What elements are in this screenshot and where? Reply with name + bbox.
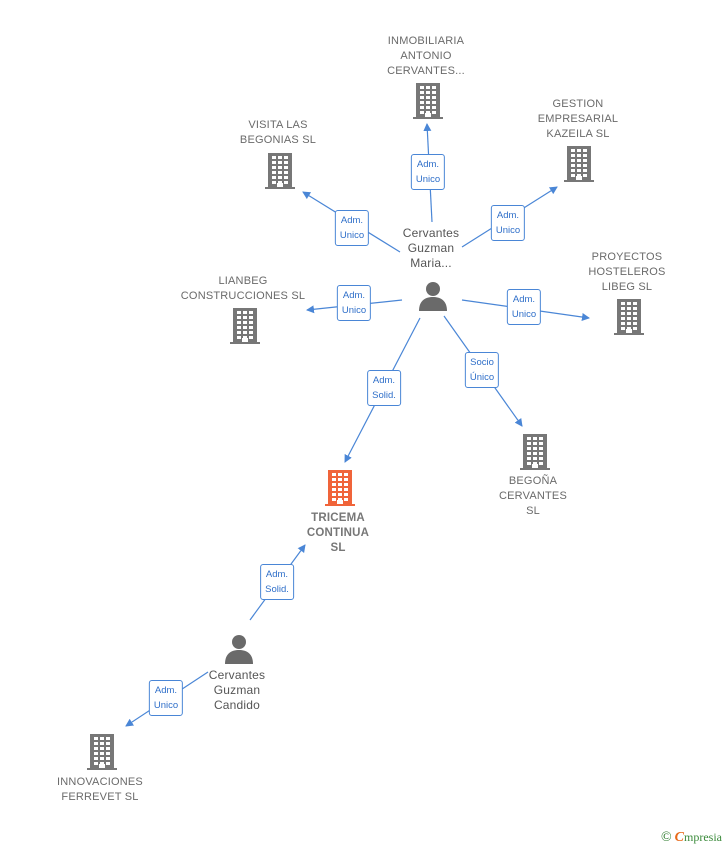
node-label-line: KAZEILA SL	[546, 128, 610, 140]
node-label-line: LIBEG SL	[601, 281, 653, 293]
node-label-tricema[interactable]: TRICEMA CONTINUA SL	[307, 511, 369, 556]
building-icon	[520, 434, 550, 470]
building-icon	[413, 83, 443, 119]
node-label-line: BEGOÑA	[508, 475, 558, 487]
building-icon	[325, 470, 355, 506]
role-text: Adm.	[342, 290, 366, 301]
role-text: Unico	[495, 225, 521, 236]
building-icon	[614, 299, 644, 335]
role-label-maria-to-visita[interactable]: Adm. Unico	[334, 210, 370, 246]
node-label-line: PROYECTOS	[591, 251, 663, 263]
node-label-visita[interactable]: VISITA LAS BEGONIAS SL	[240, 118, 316, 148]
node-label-line: Cervantes	[402, 226, 460, 240]
node-label-line: CERVANTES	[498, 490, 568, 502]
node-label-line: CONSTRUCCIONES SL	[180, 290, 306, 302]
role-text: Único	[469, 372, 495, 383]
role-text: Unico	[341, 305, 367, 316]
node-label-begona[interactable]: BEGOÑA CERVANTES SL	[499, 474, 567, 519]
person-icon	[225, 635, 253, 664]
role-text: Adm.	[154, 685, 178, 696]
node-label-gestion[interactable]: GESTION EMPRESARIAL KAZEILA SL	[538, 97, 618, 142]
node-label-line: VISITA LAS	[248, 119, 308, 131]
building-icon	[230, 308, 260, 344]
role-text: Adm.	[265, 569, 289, 580]
node-label-line: Guzman	[407, 241, 455, 255]
brand-footer: ©Cmpresia	[661, 830, 722, 846]
node-label-line: Candido	[213, 698, 261, 712]
node-label-line: Maria...	[410, 256, 452, 270]
node-label-line: HOSTELEROS	[588, 266, 666, 278]
role-text: Socio	[470, 357, 494, 368]
role-text: Adm.	[496, 210, 520, 221]
role-label-candido-to-tricema[interactable]: Adm. Solid.	[260, 564, 294, 600]
role-label-maria-to-lianbeg[interactable]: Adm. Unico	[336, 285, 372, 321]
role-text: Adm.	[512, 294, 536, 305]
node-label-line: EMPRESARIAL	[537, 113, 619, 125]
node-label-line: ANTONIO	[400, 50, 452, 62]
role-label-maria-to-inmobiliaria[interactable]: Adm. Unico	[410, 154, 446, 190]
node-label-line: SL	[330, 542, 346, 554]
node-label-proyectos[interactable]: PROYECTOS HOSTELEROS LIBEG SL	[588, 250, 665, 295]
brand-logo-initial: C	[674, 830, 684, 845]
building-icon	[87, 734, 117, 770]
role-label-maria-to-proyectos[interactable]: Adm. Unico	[506, 289, 542, 325]
node-label-line: CERVANTES...	[387, 65, 465, 77]
role-text: Unico	[511, 309, 537, 320]
node-label-line: GESTION	[552, 98, 604, 110]
brand-logo-text: mpresia	[684, 830, 722, 844]
node-label-line: Guzman	[213, 683, 261, 697]
node-label-line: Cervantes	[208, 668, 266, 682]
role-text: Unico	[339, 230, 365, 241]
role-text: Adm.	[416, 159, 440, 170]
role-text: Unico	[415, 174, 441, 185]
role-label-maria-to-gestion[interactable]: Adm. Unico	[490, 205, 526, 241]
node-label-line: INMOBILIARIA	[387, 35, 465, 47]
person-icon	[419, 282, 447, 311]
role-text: Adm.	[372, 375, 396, 386]
role-text: Unico	[153, 700, 179, 711]
building-icon	[564, 146, 594, 182]
role-text: Adm.	[340, 215, 364, 226]
node-label-line: BEGONIAS SL	[239, 134, 317, 146]
role-label-maria-to-tricema[interactable]: Adm. Solid.	[367, 370, 401, 406]
node-label-line: SL	[526, 505, 540, 517]
node-label-inmobiliaria[interactable]: INMOBILIARIA ANTONIO CERVANTES...	[387, 34, 465, 79]
node-label-line: INNOVACIONES	[57, 776, 143, 788]
building-icon	[265, 153, 295, 189]
node-label-line: FERREVET SL	[61, 791, 139, 803]
node-label-line: TRICEMA	[311, 512, 365, 524]
role-text: Solid.	[372, 390, 396, 401]
copyright-icon: ©	[661, 830, 672, 845]
node-label-lianbeg[interactable]: LIANBEG CONSTRUCCIONES SL	[181, 274, 305, 304]
node-label-line: LIANBEG	[218, 275, 268, 287]
role-label-candido-to-innovaciones[interactable]: Adm. Unico	[148, 680, 184, 716]
node-label-line: CONTINUA	[306, 527, 370, 539]
role-text: Solid.	[265, 584, 289, 595]
node-label-innovaciones[interactable]: INNOVACIONES FERREVET SL	[57, 775, 143, 805]
